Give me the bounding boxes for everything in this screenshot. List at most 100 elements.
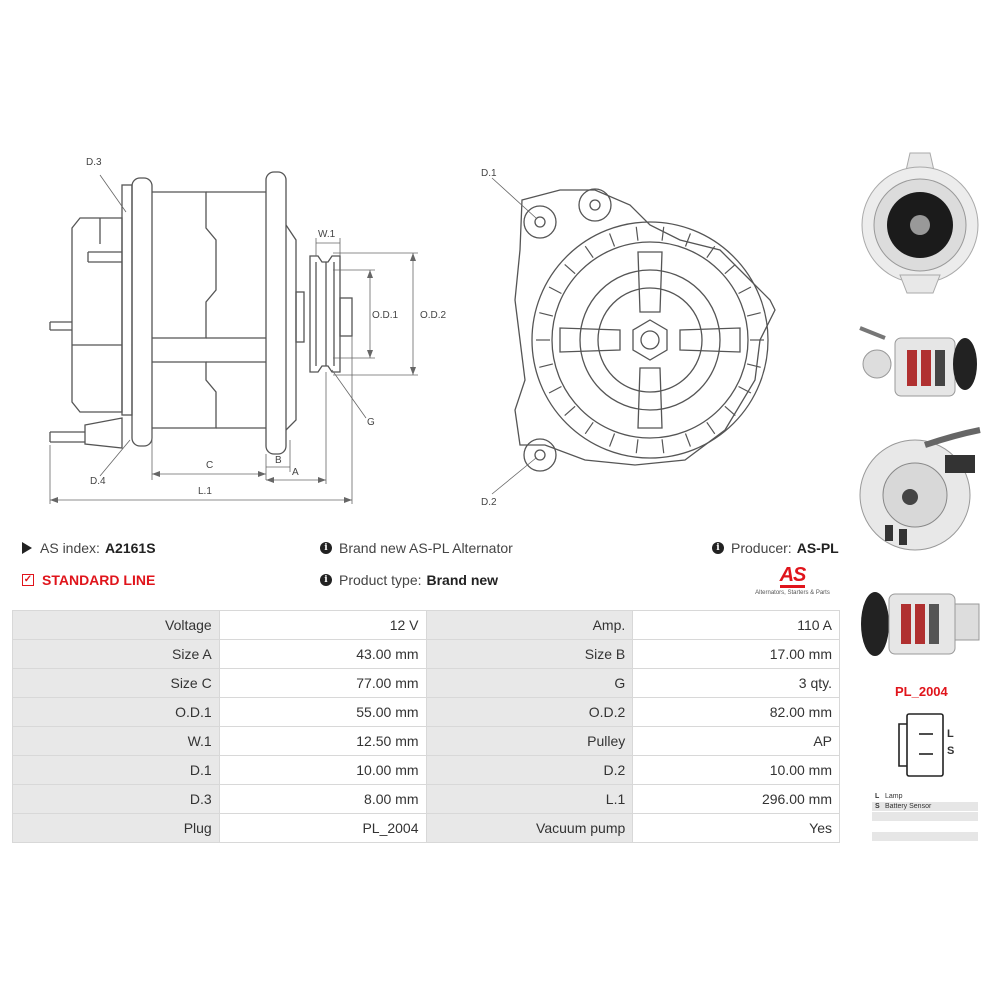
info-icon: i (320, 542, 332, 554)
standard-line-text: STANDARD LINE (42, 572, 156, 588)
spec-key: G (425, 668, 634, 698)
spec-key: O.D.2 (425, 697, 634, 727)
as-logo-mark: AS (779, 564, 806, 588)
spec-value: 296.00 mm (632, 784, 840, 814)
spec-value: 110 A (632, 610, 840, 640)
product-photo-rear (855, 425, 985, 555)
spec-key: D.2 (425, 755, 634, 785)
vent-slot (738, 286, 752, 295)
vent-slot (706, 421, 716, 435)
spec-key: Size C (12, 668, 220, 698)
label-d2: D.2 (481, 497, 497, 508)
producer-value: AS-PL (796, 540, 839, 556)
as-logo-tagline: Alternators, Starters & Parts (755, 590, 830, 596)
vent-slot (564, 263, 576, 275)
spec-value: 17.00 mm (632, 639, 840, 669)
label-c: C (206, 460, 214, 471)
vent-slot (635, 226, 639, 241)
vent-slot (724, 405, 736, 417)
standard-line: ✓ STANDARD LINE (22, 572, 155, 588)
vent-slot (564, 405, 576, 417)
plug-connector-icon (898, 713, 944, 777)
spec-key: Size A (12, 639, 220, 669)
label-l1: L.1 (198, 486, 212, 497)
spec-value: PL_2004 (218, 813, 427, 843)
label-g: G (367, 417, 375, 428)
product-type: i Product type: Brand new (320, 572, 498, 588)
legend-row (872, 812, 978, 821)
spec-key: D.1 (12, 755, 220, 785)
spec-value: 82.00 mm (632, 697, 840, 727)
legend-row: S Battery Sensor (872, 802, 978, 811)
vent-slot (635, 439, 639, 454)
spec-value: 10.00 mm (218, 755, 427, 785)
info-icon: i (320, 574, 332, 586)
spec-value: 12.50 mm (218, 726, 427, 756)
as-index: AS index: A2161S (22, 540, 156, 556)
as-index-label: AS index: (40, 540, 100, 556)
vent-slot (746, 312, 761, 317)
vent-slot (684, 433, 691, 447)
legend-desc: Battery Sensor (885, 803, 932, 810)
vent-slot (746, 363, 761, 368)
as-logo: AS Alternators, Starters & Parts (745, 565, 840, 596)
label-d4: D.4 (90, 476, 106, 487)
vent-slot (724, 263, 736, 275)
spec-key: O.D.1 (12, 697, 220, 727)
spec-value: 77.00 mm (218, 668, 427, 698)
vent-slot (539, 312, 554, 317)
product-photo-front (855, 145, 985, 295)
vent-slot (548, 286, 562, 295)
spec-value: 43.00 mm (218, 639, 427, 669)
product-photo-top (855, 574, 985, 674)
front-leader-lines (491, 177, 537, 495)
legend-row (872, 832, 978, 841)
vent-slot (584, 245, 594, 259)
side-view-drawing (49, 171, 418, 504)
label-a: A (292, 467, 299, 478)
product-photo-side (855, 318, 985, 408)
vent-slot (609, 433, 616, 447)
vent-slot (706, 245, 716, 259)
spec-value: Yes (632, 813, 840, 843)
vent-slot (661, 439, 665, 454)
spec-key: Size B (425, 639, 634, 669)
spec-value: 8.00 mm (218, 784, 427, 814)
front-view-drawing (514, 188, 776, 472)
vent-slot (609, 233, 616, 247)
spec-key: D.3 (12, 784, 220, 814)
vent-slot (539, 363, 554, 368)
spec-value: 55.00 mm (218, 697, 427, 727)
spec-key: Pulley (425, 726, 634, 756)
spec-key: W.1 (12, 726, 220, 756)
info-icon: i (712, 542, 724, 554)
vent-slot (661, 226, 665, 241)
vent-slot (684, 233, 691, 247)
spec-value: AP (632, 726, 840, 756)
producer-label: Producer: (731, 540, 792, 556)
plug-pin-l: L (947, 728, 954, 740)
spec-key: Vacuum pump (425, 813, 634, 843)
plug-title: PL_2004 (895, 684, 948, 699)
brand-text: Brand new AS-PL Alternator (339, 540, 513, 556)
vent-slot (584, 421, 594, 435)
label-w1: W.1 (318, 229, 336, 240)
brand-info: i Brand new AS-PL Alternator (320, 540, 513, 556)
legend-code: L (875, 793, 880, 800)
spec-key: Amp. (425, 610, 634, 640)
spec-key: L.1 (425, 784, 634, 814)
product-type-value: Brand new (426, 572, 499, 588)
checkbox-icon: ✓ (22, 574, 34, 586)
as-index-value: A2161S (104, 540, 156, 556)
legend-code: S (875, 803, 880, 810)
spec-key: Plug (12, 813, 220, 843)
